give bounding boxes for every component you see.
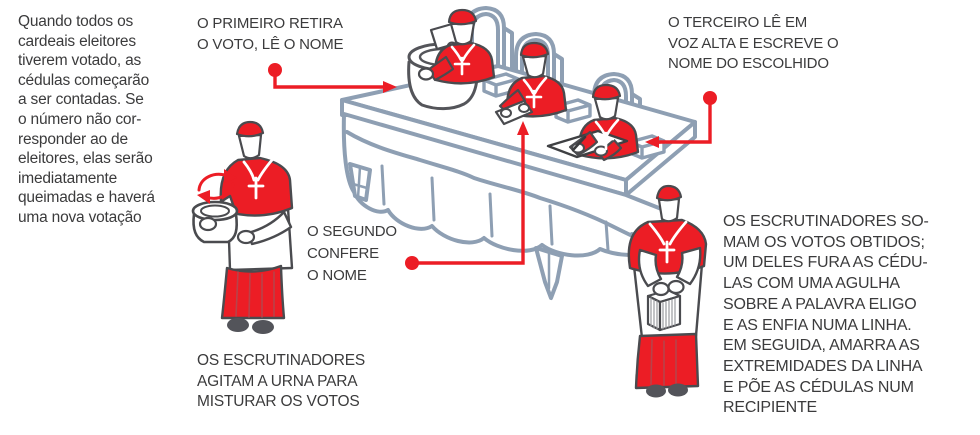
- zucchetto-cap-icon: [591, 83, 622, 101]
- cardinal-first-scrutineer: [417, 8, 496, 85]
- ballot-stack-icon: [646, 288, 682, 332]
- cardinal-third-scrutineer: [546, 83, 640, 162]
- table-leg: [534, 246, 564, 300]
- shoe-icon: [646, 384, 666, 398]
- connector-third-scrutineer: [645, 91, 717, 148]
- label-second-scrutineer: O SEGUNDO CONFERE O NOME: [307, 223, 397, 284]
- connector-second-scrutineer: [405, 121, 529, 270]
- arrow-right-icon: [383, 81, 397, 93]
- label-shake-urn: OS ESCRUTINADORES AGITAM A URNA PARA MIS…: [197, 352, 365, 410]
- shoe-icon: [252, 320, 274, 334]
- arrow-left-icon: [645, 136, 659, 148]
- intro-paragraph: Quando todos os cardeais eleitores tiver…: [18, 13, 155, 226]
- mixing-swirl-icon: [197, 169, 237, 204]
- shoe-icon: [668, 383, 688, 397]
- zucchetto-cap-icon: [655, 184, 683, 202]
- connector-first-scrutineer: [268, 63, 397, 93]
- cardinal-ballot-holder: [627, 184, 708, 398]
- cardinal-urn-shaker: [191, 120, 294, 334]
- zucchetto-cap-icon: [447, 8, 478, 26]
- label-third-scrutineer: O TERCEIRO LÊ EM VOZ ALTA E ESCREVE O NO…: [668, 14, 839, 72]
- label-first-scrutineer: O PRIMEIRO RETIRA O VOTO, LÊ O NOME: [197, 15, 344, 53]
- shoe-icon: [227, 318, 249, 332]
- label-sum-votes: OS ESCRUTINADORES SO- MAM OS VOTOS OBTID…: [723, 213, 929, 417]
- table-leg: [348, 162, 372, 202]
- pen-icon: [571, 135, 587, 152]
- zucchetto-cap-icon: [519, 41, 550, 59]
- cardinal-second-scrutineer: [494, 41, 568, 126]
- arrow-up-icon: [517, 121, 529, 135]
- zucchetto-cap-icon: [235, 120, 265, 138]
